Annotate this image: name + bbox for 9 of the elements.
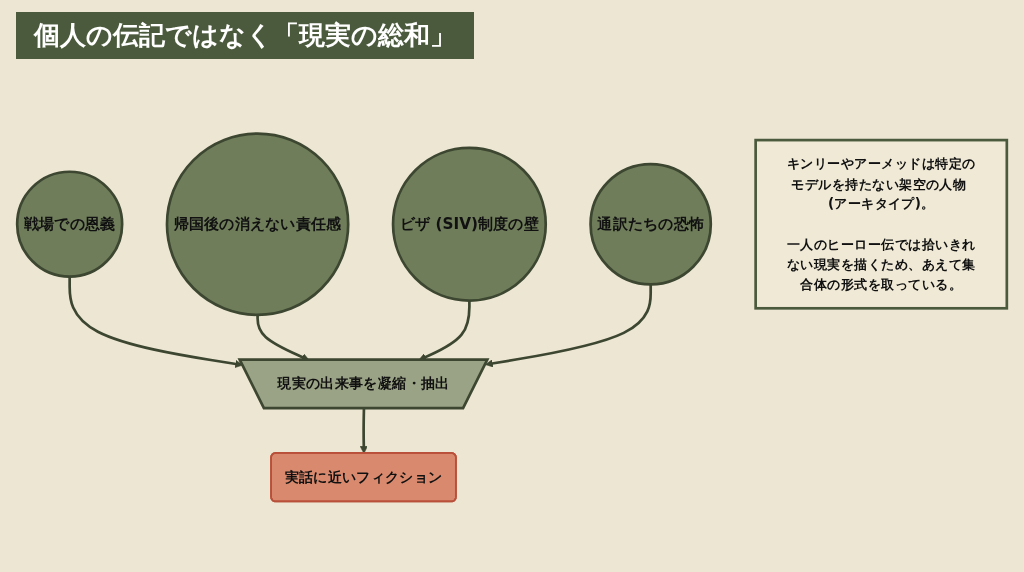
arrow	[485, 284, 653, 368]
node-box: キンリーやアーメッドは特定のモデルを持たない架空の人物 (アーキタイプ)。 一人のヒーロー伝では拾いきれない現実を描くため、あえて集合体の形式を取っている。	[754, 138, 1009, 310]
node-circle: 帰国後の消えない責任感	[165, 132, 350, 317]
arrow	[359, 408, 368, 454]
node-circle: 戦場での恩義	[15, 170, 124, 279]
arrow	[68, 276, 243, 368]
node-circle: 通訳たちの恐怖	[589, 162, 713, 286]
title-banner: 個人の伝記ではなく「現実の総和」	[16, 12, 474, 59]
node-circle: ビザ (SIV)制度の壁	[391, 146, 548, 302]
